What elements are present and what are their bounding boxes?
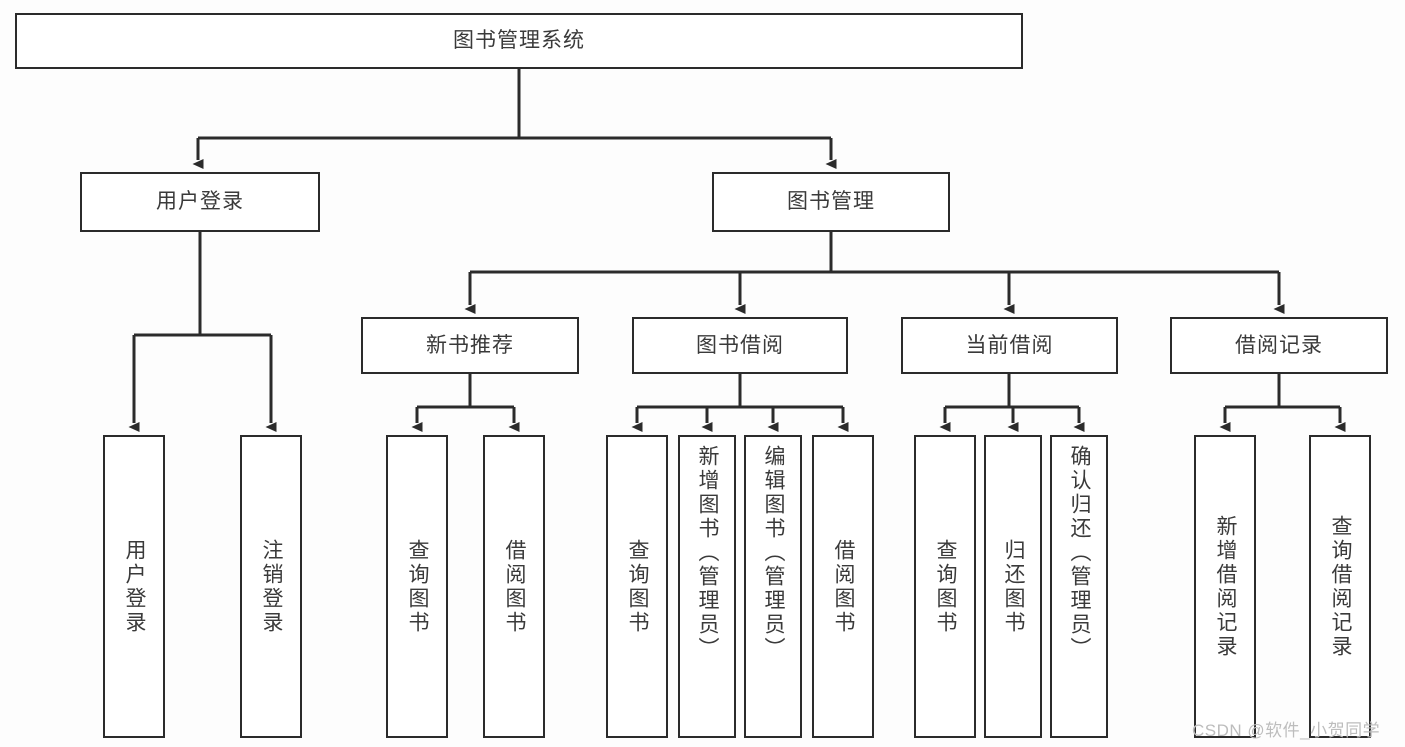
- leaf-node-label: 查询图书: [626, 538, 650, 635]
- node-book-management-label: 图书管理: [787, 190, 875, 214]
- leaf-node[interactable]: 借阅图书: [812, 435, 874, 738]
- node-user-login[interactable]: 用户登录: [80, 172, 320, 232]
- leaf-node-label: 新增图书（管理员）: [696, 445, 720, 661]
- leaf-node[interactable]: 归还图书: [984, 435, 1042, 738]
- leaf-node-label: 借阅图书: [832, 538, 856, 635]
- node-borrow-record-label: 借阅记录: [1235, 333, 1323, 357]
- leaf-node-label: 借阅图书: [503, 538, 527, 635]
- leaf-node-label: 查询图书: [934, 538, 958, 635]
- node-borrow-record[interactable]: 借阅记录: [1170, 317, 1388, 374]
- leaf-node[interactable]: 查询图书: [606, 435, 668, 738]
- leaf-node[interactable]: 确认归还（管理员）: [1050, 435, 1108, 738]
- leaf-node-label: 用户登录: [123, 538, 147, 635]
- node-user-login-label: 用户登录: [156, 190, 244, 214]
- node-root-label: 图书管理系统: [453, 29, 585, 53]
- leaf-node[interactable]: 借阅图书: [483, 435, 545, 738]
- leaf-node-label: 新增借阅记录: [1214, 514, 1238, 659]
- node-current-borrow-label: 当前借阅: [965, 333, 1054, 357]
- leaf-node[interactable]: 编辑图书（管理员）: [744, 435, 802, 738]
- leaf-node[interactable]: 新增借阅记录: [1194, 435, 1256, 738]
- node-root[interactable]: 图书管理系统: [15, 13, 1023, 69]
- leaf-node-label: 归还图书: [1002, 538, 1026, 635]
- watermark: CSDN @软件_小贺同学: [1192, 721, 1381, 740]
- leaf-node[interactable]: 查询借阅记录: [1309, 435, 1371, 738]
- leaf-node-label: 编辑图书（管理员）: [762, 445, 786, 661]
- node-book-borrow[interactable]: 图书借阅: [632, 317, 848, 374]
- leaf-node-label: 查询借阅记录: [1329, 514, 1353, 659]
- leaf-node[interactable]: 用户登录: [103, 435, 165, 738]
- node-new-book-recommend-label: 新书推荐: [426, 333, 514, 357]
- leaf-node[interactable]: 查询图书: [386, 435, 448, 738]
- node-current-borrow[interactable]: 当前借阅: [901, 317, 1118, 374]
- leaf-node[interactable]: 查询图书: [914, 435, 976, 738]
- leaf-node-label: 查询图书: [406, 538, 430, 635]
- leaf-node[interactable]: 注销登录: [240, 435, 302, 738]
- leaf-node[interactable]: 新增图书（管理员）: [678, 435, 736, 738]
- node-book-management[interactable]: 图书管理: [712, 172, 950, 232]
- node-new-book-recommend[interactable]: 新书推荐: [361, 317, 579, 374]
- leaf-node-label: 确认归还（管理员）: [1068, 445, 1092, 661]
- leaf-node-label: 注销登录: [260, 538, 284, 635]
- node-book-borrow-label: 图书借阅: [696, 333, 784, 357]
